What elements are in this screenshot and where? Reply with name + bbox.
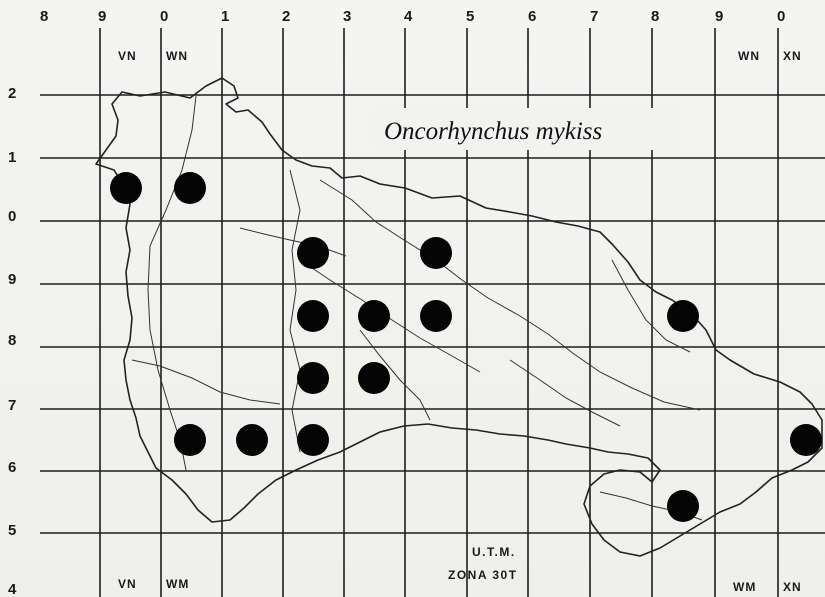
zone-label: WN xyxy=(738,49,760,63)
occurrence-dot xyxy=(790,424,822,456)
x-label: 5 xyxy=(466,8,474,25)
zone-label: WM xyxy=(166,577,189,591)
occurrence-dot xyxy=(420,300,452,332)
species-title: Oncorhynchus mykiss xyxy=(384,118,602,145)
x-label: 8 xyxy=(651,8,659,25)
river xyxy=(509,359,621,427)
x-label: 9 xyxy=(715,8,723,25)
y-label: 5 xyxy=(8,522,16,539)
occurrence-dot xyxy=(236,424,268,456)
zone-label: WN xyxy=(166,49,188,63)
river xyxy=(611,259,691,353)
x-label: 7 xyxy=(590,8,598,25)
occurrence-dot xyxy=(174,424,206,456)
x-label: 0 xyxy=(160,8,168,25)
occurrence-dot xyxy=(667,300,699,332)
y-label: 4 xyxy=(8,581,17,597)
occurrence-dot xyxy=(358,300,390,332)
x-axis-labels: 8 9 0 1 2 3 4 5 6 7 8 9 0 xyxy=(40,8,785,25)
y-label: 0 xyxy=(8,208,16,225)
x-label: 6 xyxy=(528,8,536,25)
inner-boundary xyxy=(147,95,197,471)
y-label: 6 xyxy=(8,459,16,476)
y-label: 7 xyxy=(8,397,16,414)
y-label: 1 xyxy=(8,149,16,166)
river xyxy=(299,259,481,373)
zone-label: VN xyxy=(118,49,137,63)
river xyxy=(239,227,347,257)
y-label: 2 xyxy=(8,85,16,102)
x-label: 1 xyxy=(221,8,229,25)
x-label: 3 xyxy=(343,8,351,25)
occurrence-dot xyxy=(297,362,329,394)
x-label: 4 xyxy=(404,8,413,25)
occurrence-dot xyxy=(297,300,329,332)
occurrence-dot xyxy=(174,172,206,204)
zone-label: XN xyxy=(783,580,802,594)
zone-label: XN xyxy=(783,49,802,63)
occurrence-dot xyxy=(358,362,390,394)
title-backing xyxy=(372,108,682,150)
x-label: 9 xyxy=(98,8,106,25)
x-label: 2 xyxy=(282,8,290,25)
y-axis-labels: 2 1 0 9 8 7 6 5 4 xyxy=(8,85,17,597)
occurrence-dot xyxy=(297,237,329,269)
occurrence-dot xyxy=(297,424,329,456)
zone-labels-top: VN WN WN XN xyxy=(118,49,802,63)
x-label: 0 xyxy=(777,8,785,25)
occurrence-dot xyxy=(110,172,142,204)
inner-boundary xyxy=(289,169,301,453)
river xyxy=(131,359,281,405)
occurrence-dot xyxy=(667,490,699,522)
utm-label: U.T.M. xyxy=(472,545,516,559)
zone-labels-bottom: VN WM WM XN xyxy=(118,577,802,594)
zone-label: WM xyxy=(733,580,756,594)
occurrence-dot xyxy=(420,237,452,269)
x-label: 8 xyxy=(40,8,48,25)
zone-label: VN xyxy=(118,577,137,591)
zone-note: ZONA 30T xyxy=(448,568,518,582)
river xyxy=(319,179,701,411)
territory-outline xyxy=(95,77,823,557)
y-label: 8 xyxy=(8,332,16,349)
y-label: 9 xyxy=(8,271,16,288)
river xyxy=(359,329,431,421)
occurrence-points xyxy=(110,172,822,522)
